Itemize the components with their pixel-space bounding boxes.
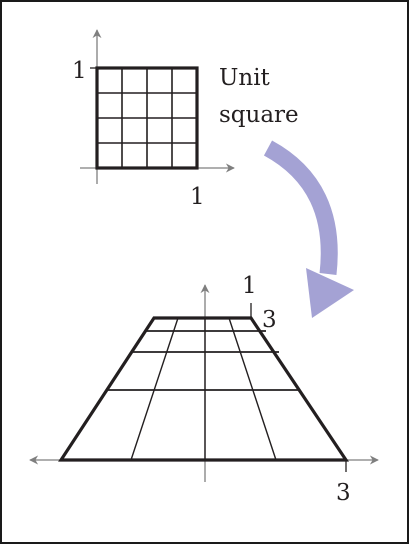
region-grid <box>130 317 277 461</box>
region-top-y-label: 1 <box>242 273 257 299</box>
transformation-arrow-shaft <box>263 140 338 275</box>
unit-square-x-tick-label: 1 <box>190 184 205 210</box>
unit-square-figure: 1 1 Unit square <box>72 29 299 210</box>
transformation-arrow <box>263 140 354 318</box>
unit-square-caption-line-2: square <box>219 102 299 128</box>
region-outline <box>58 316 349 462</box>
region-x-tick-label: 3 <box>336 480 351 506</box>
unit-square-y-tick-label: 1 <box>72 58 87 84</box>
region-top-right-label: 3 <box>262 307 277 333</box>
region-grid-rows <box>108 330 300 391</box>
transformed-region-figure: 1 3 3 <box>29 273 379 506</box>
transformation-arrow-head <box>306 268 354 318</box>
unit-square-outline <box>95 66 199 170</box>
unit-square-grid <box>97 68 197 168</box>
unit-square-caption-line-1: Unit <box>219 65 271 91</box>
